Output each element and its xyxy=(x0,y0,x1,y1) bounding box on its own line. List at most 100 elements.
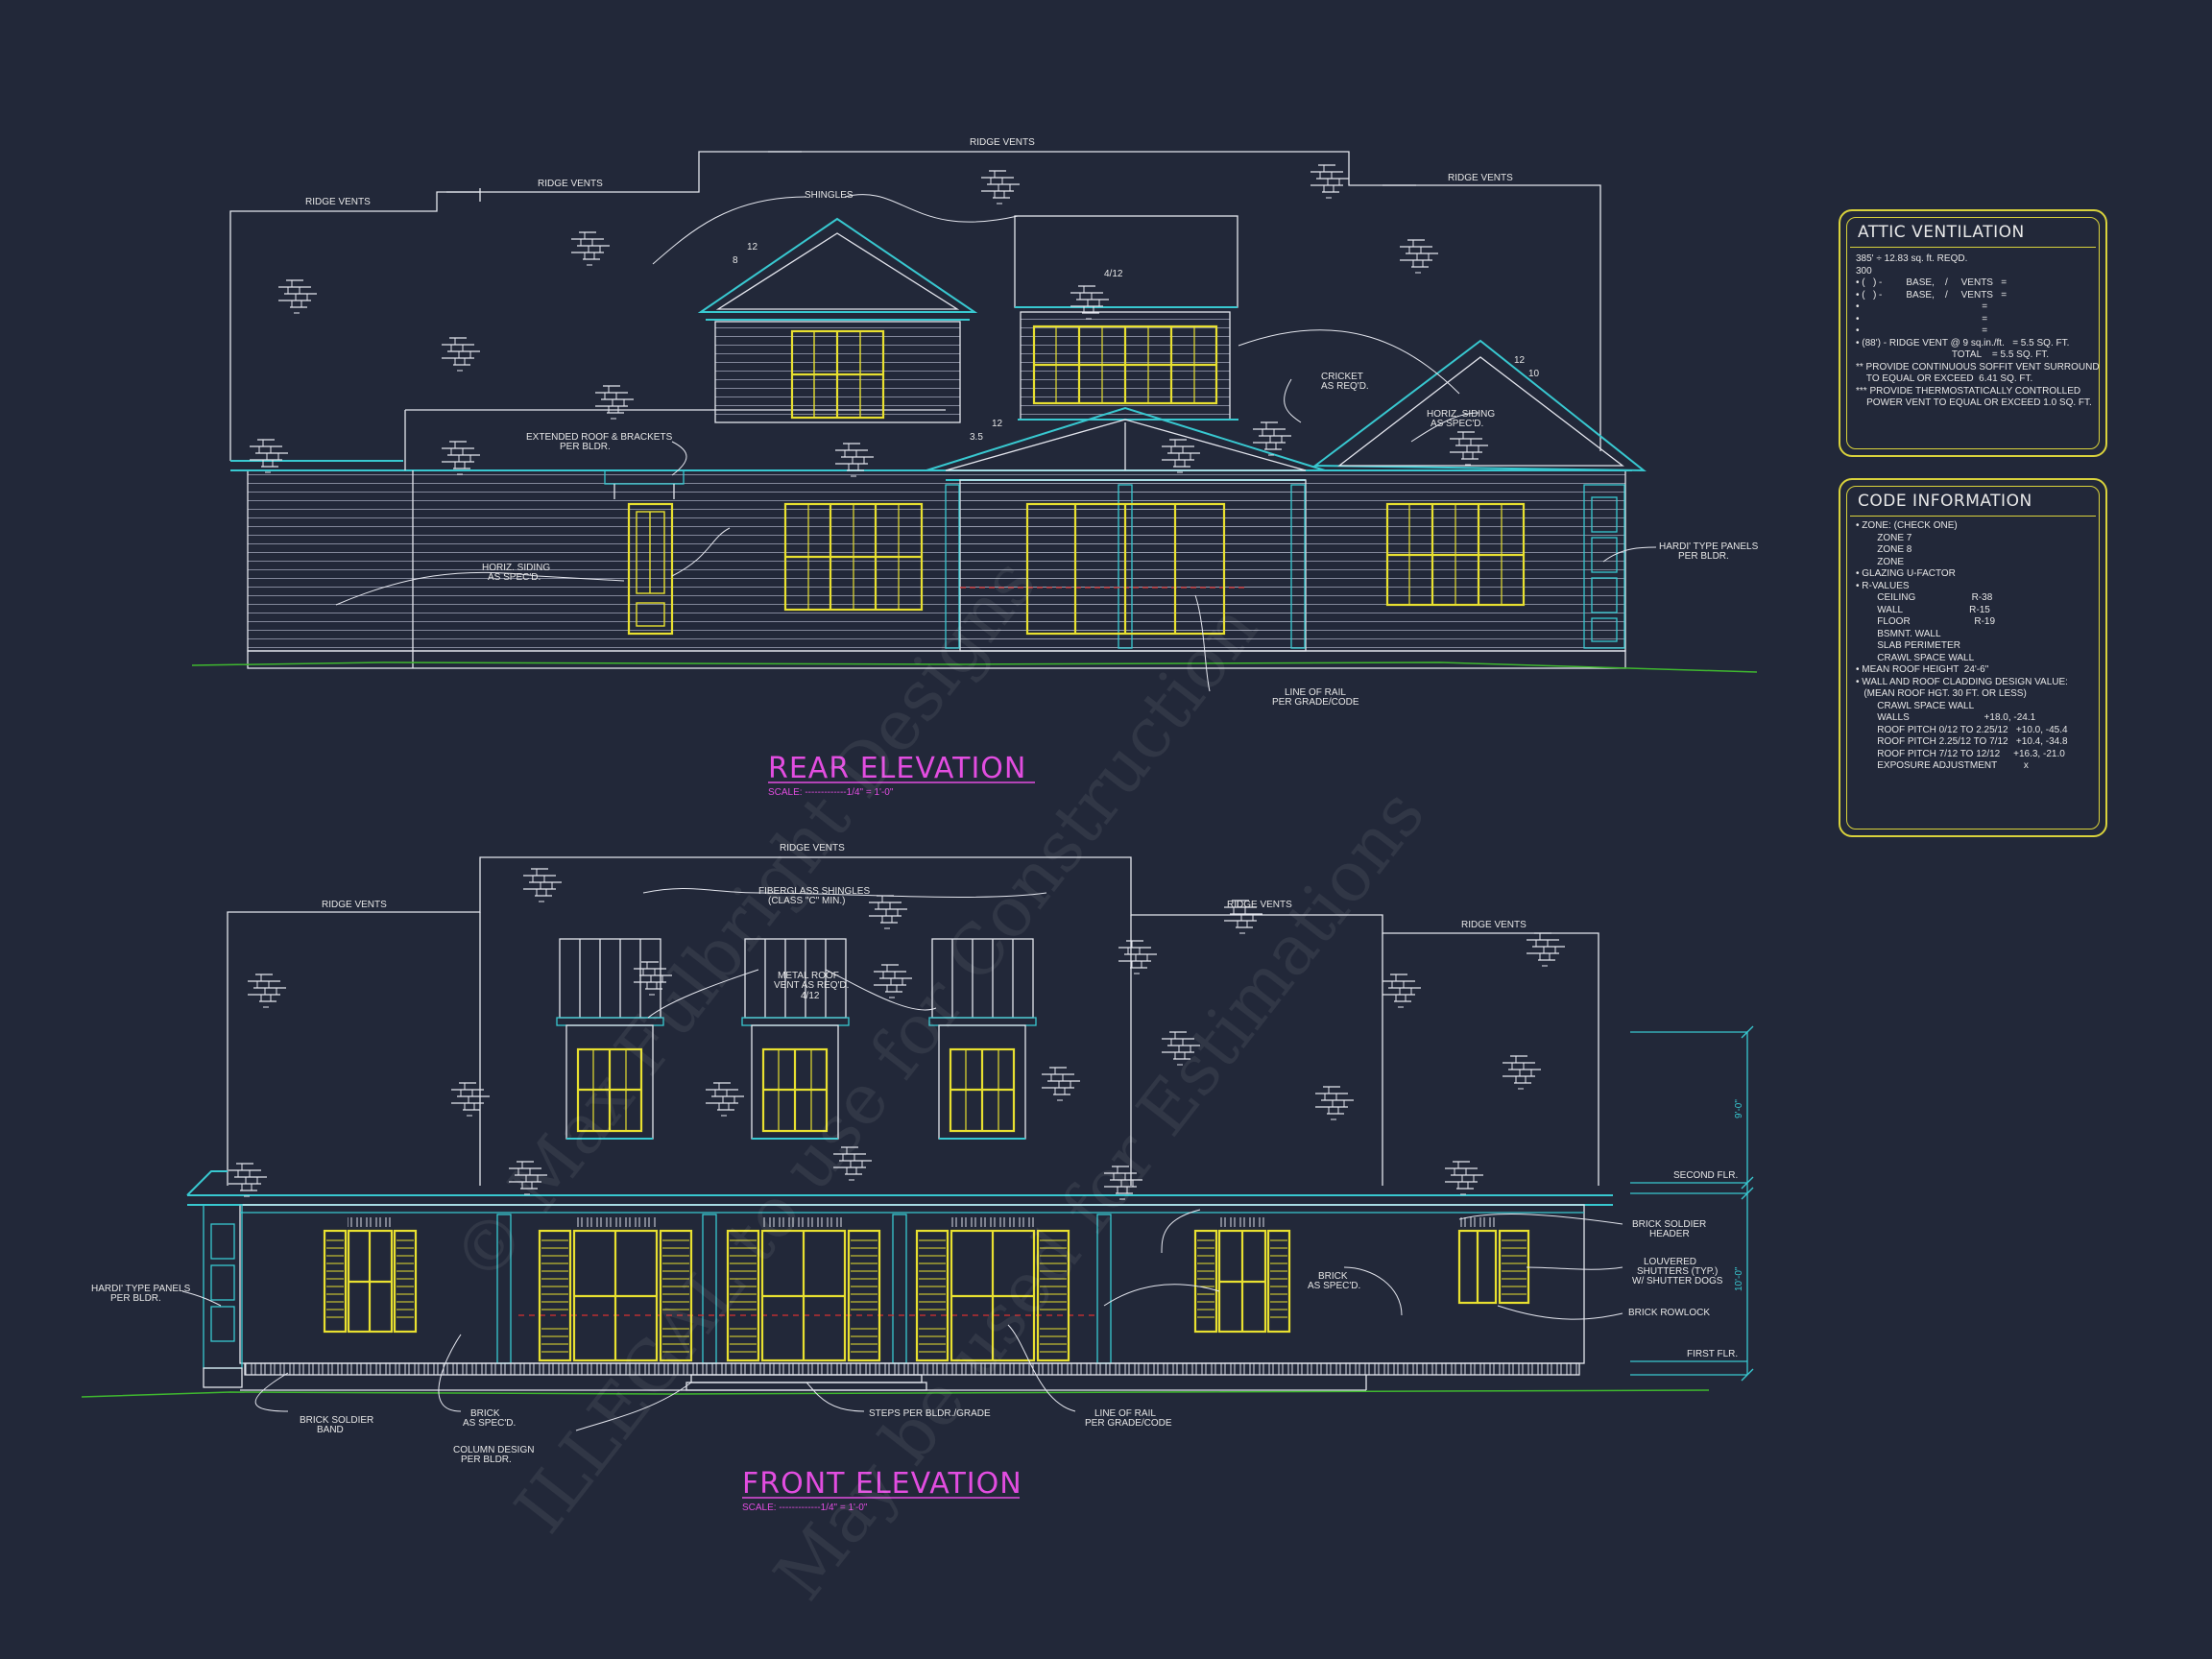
front-ridge-vents-left: RIDGE VENTS xyxy=(322,900,387,910)
front-soldier-header-2: HEADER xyxy=(1649,1229,1690,1239)
rear-text: RIDGE VENTS RIDGE VENTS RIDGE VENTS RIDG… xyxy=(305,137,1759,798)
code-line: ROOF PITCH 7/12 TO 12/12 +16.3, -21.0 xyxy=(1856,748,2065,759)
rear-pitch-12b: 12 xyxy=(992,419,1003,429)
code-line: SLAB PERIMETER xyxy=(1856,640,1960,651)
front-hardi-1: HARDI' TYPE PANELS xyxy=(91,1284,191,1294)
front-column-1: COLUMN DESIGN xyxy=(453,1445,534,1455)
code-line: WALLS +18.0, -24.1 xyxy=(1856,712,2036,723)
code-line: EXPOSURE ADJUSTMENT x xyxy=(1856,760,2029,771)
code-line: • R-VALUES xyxy=(1856,580,1910,591)
front-ridge-vents-far: RIDGE VENTS xyxy=(1461,920,1527,930)
code-line: ZONE xyxy=(1856,556,1905,567)
code-line: CRAWL SPACE WALL xyxy=(1856,652,1975,663)
front-column-2: PER BLDR. xyxy=(461,1455,512,1465)
rear-extended-roof-1: EXTENDED ROOF & BRACKETS xyxy=(526,432,673,443)
code-line: BSMNT. WALL xyxy=(1856,628,1941,639)
rear-title: REAR ELEVATION xyxy=(768,752,1026,785)
code-line: ZONE 8 xyxy=(1856,544,1912,555)
front-metal-2: VENT AS REQ'D. xyxy=(774,980,849,991)
rear-door-left xyxy=(627,502,674,636)
front-rowlock: BRICK ROWLOCK xyxy=(1628,1308,1710,1318)
rear-ridge-vents-1: RIDGE VENTS xyxy=(305,197,371,207)
rear-windows xyxy=(627,325,1526,636)
front-hardi-2: PER BLDR. xyxy=(110,1293,161,1304)
code-line: • ZONE: (CHECK ONE) xyxy=(1856,520,1958,531)
front-windows xyxy=(323,1047,1530,1362)
attic-line: • = xyxy=(1856,301,1988,312)
front-scale: SCALE: -------------1/4" = 1'-0" xyxy=(742,1503,868,1513)
front-steps: STEPS PER BLDR./GRADE xyxy=(869,1408,991,1419)
code-line: ZONE 7 xyxy=(1856,532,1912,543)
code-line: CRAWL SPACE WALL xyxy=(1856,700,1975,711)
code-information-title: CODE INFORMATION xyxy=(1858,492,2032,511)
front-brick-spec-r2: AS SPEC'D. xyxy=(1308,1281,1360,1291)
front-dim-lower: 10'-0" xyxy=(1734,1266,1744,1291)
front-leaders xyxy=(181,888,1623,1431)
code-line: WALL R-15 xyxy=(1856,604,1990,615)
front-soldier-headers xyxy=(348,1217,1496,1227)
rear-main-wall xyxy=(247,469,1626,652)
attic-line: • (88') - RIDGE VENT @ 9 sq.in./ft. = 5.… xyxy=(1856,337,2070,349)
rear-hardi-1: HARDI' TYPE PANELS xyxy=(1659,541,1759,552)
code-information-panel: CODE INFORMATION • ZONE: (CHECK ONE) ZON… xyxy=(1839,478,2107,837)
rear-hardi-2: PER BLDR. xyxy=(1678,551,1729,562)
attic-line: ** PROVIDE CONTINUOUS SOFFIT VENT SURROU… xyxy=(1856,361,2100,373)
front-roof-outline xyxy=(227,856,1599,1186)
code-line: • GLAZING U-FACTOR xyxy=(1856,568,1956,579)
attic-line: POWER VENT TO EQUAL OR EXCEED 1.0 SQ. FT… xyxy=(1856,397,2092,408)
code-line: ROOF PITCH 0/12 TO 2.25/12 +10.0, -45.4 xyxy=(1856,724,2068,735)
rear-rail-1: LINE OF RAIL xyxy=(1285,687,1346,698)
rear-pitch-10: 10 xyxy=(1528,369,1540,379)
front-fiberglass-1: FIBERGLASS SHINGLES xyxy=(758,886,870,897)
front-elevation xyxy=(81,856,1754,1398)
attic-ventilation-title: ATTIC VENTILATION xyxy=(1858,223,2025,242)
front-text: RIDGE VENTS RIDGE VENTS RIDGE VENTS RIDG… xyxy=(91,843,1744,1513)
front-louvered-3: W/ SHUTTER DOGS xyxy=(1632,1276,1723,1286)
attic-line: *** PROVIDE THERMOSTATICALLY CONTROLLED xyxy=(1856,385,2081,397)
rear-roof-outline xyxy=(229,151,1601,461)
attic-line: • = xyxy=(1856,313,1988,325)
rear-ridge-vents-2: RIDGE VENTS xyxy=(538,179,603,189)
front-first-flr: FIRST FLR. xyxy=(1687,1349,1738,1359)
attic-ventilation-list: 385' ÷ 12.83 sq. ft. REQD. 300 • ( ) - B… xyxy=(1856,253,2100,410)
front-main-wall xyxy=(239,1204,1585,1364)
front-ridge-vents-top: RIDGE VENTS xyxy=(780,843,845,854)
rear-pitch-12c: 12 xyxy=(1514,355,1526,366)
rear-rail-2: PER GRADE/CODE xyxy=(1272,697,1359,708)
rear-center-dormer xyxy=(1014,215,1238,308)
front-louvered-2: SHUTTERS (TYP.) xyxy=(1637,1266,1718,1277)
rear-scale: SCALE: -------------1/4" = 1'-0" xyxy=(768,787,894,798)
code-information-list: • ZONE: (CHECK ONE) ZONE 7 ZONE 8 ZONE •… xyxy=(1856,520,2090,773)
rear-cricket-2: AS REQ'D. xyxy=(1321,381,1369,392)
rear-horiz-siding-1a: HORIZ. SIDING xyxy=(482,563,550,573)
attic-line: TO EQUAL OR EXCEED 6.41 SQ. FT. xyxy=(1856,373,2033,384)
attic-line: 300 xyxy=(1856,265,1872,276)
rear-extended-roof-2: PER BLDR. xyxy=(560,442,611,452)
code-line: (MEAN ROOF HGT. 30 FT. OR LESS) xyxy=(1856,688,2027,699)
front-louvered-1: LOUVERED xyxy=(1644,1257,1696,1267)
attic-line: • ( ) - BASE, / VENTS = xyxy=(1856,289,2008,301)
front-second-flr: SECOND FLR. xyxy=(1673,1170,1738,1181)
rear-right-gable xyxy=(1312,339,1647,472)
attic-line: TOTAL = 5.5 SQ. FT. xyxy=(1856,349,2050,360)
attic-line: 385' ÷ 12.83 sq. ft. REQD. xyxy=(1856,253,1968,264)
front-metal-1: METAL ROOF xyxy=(778,971,839,981)
front-rail-1: LINE OF RAIL xyxy=(1094,1408,1156,1419)
front-brick-soldier-band-1: BRICK SOLDIER xyxy=(300,1415,373,1426)
rear-horiz-siding-2a: HORIZ. SIDING xyxy=(1427,409,1495,420)
rear-pitch-412: 4/12 xyxy=(1104,269,1123,279)
front-brick-spec-1: BRICK xyxy=(470,1408,500,1419)
rear-labels xyxy=(335,194,1657,692)
rear-horiz-siding-2b: AS SPEC'D. xyxy=(1431,419,1483,429)
rear-ridge-vents-4: RIDGE VENTS xyxy=(1448,173,1513,183)
rear-horiz-siding-1b: AS SPEC'D. xyxy=(488,572,541,583)
code-line: CEILING R-38 xyxy=(1856,592,1993,603)
front-soldier-header-1: BRICK SOLDIER xyxy=(1632,1219,1706,1230)
attic-line: • = xyxy=(1856,325,1988,336)
attic-ventilation-panel: ATTIC VENTILATION 385' ÷ 12.83 sq. ft. R… xyxy=(1839,209,2107,457)
rear-pitch-8: 8 xyxy=(733,255,738,266)
rear-ridge-vents-3: RIDGE VENTS xyxy=(970,137,1035,148)
front-shutter-louvres xyxy=(326,1239,1527,1353)
front-fiberglass-2: (CLASS "C" MIN.) xyxy=(768,896,845,906)
